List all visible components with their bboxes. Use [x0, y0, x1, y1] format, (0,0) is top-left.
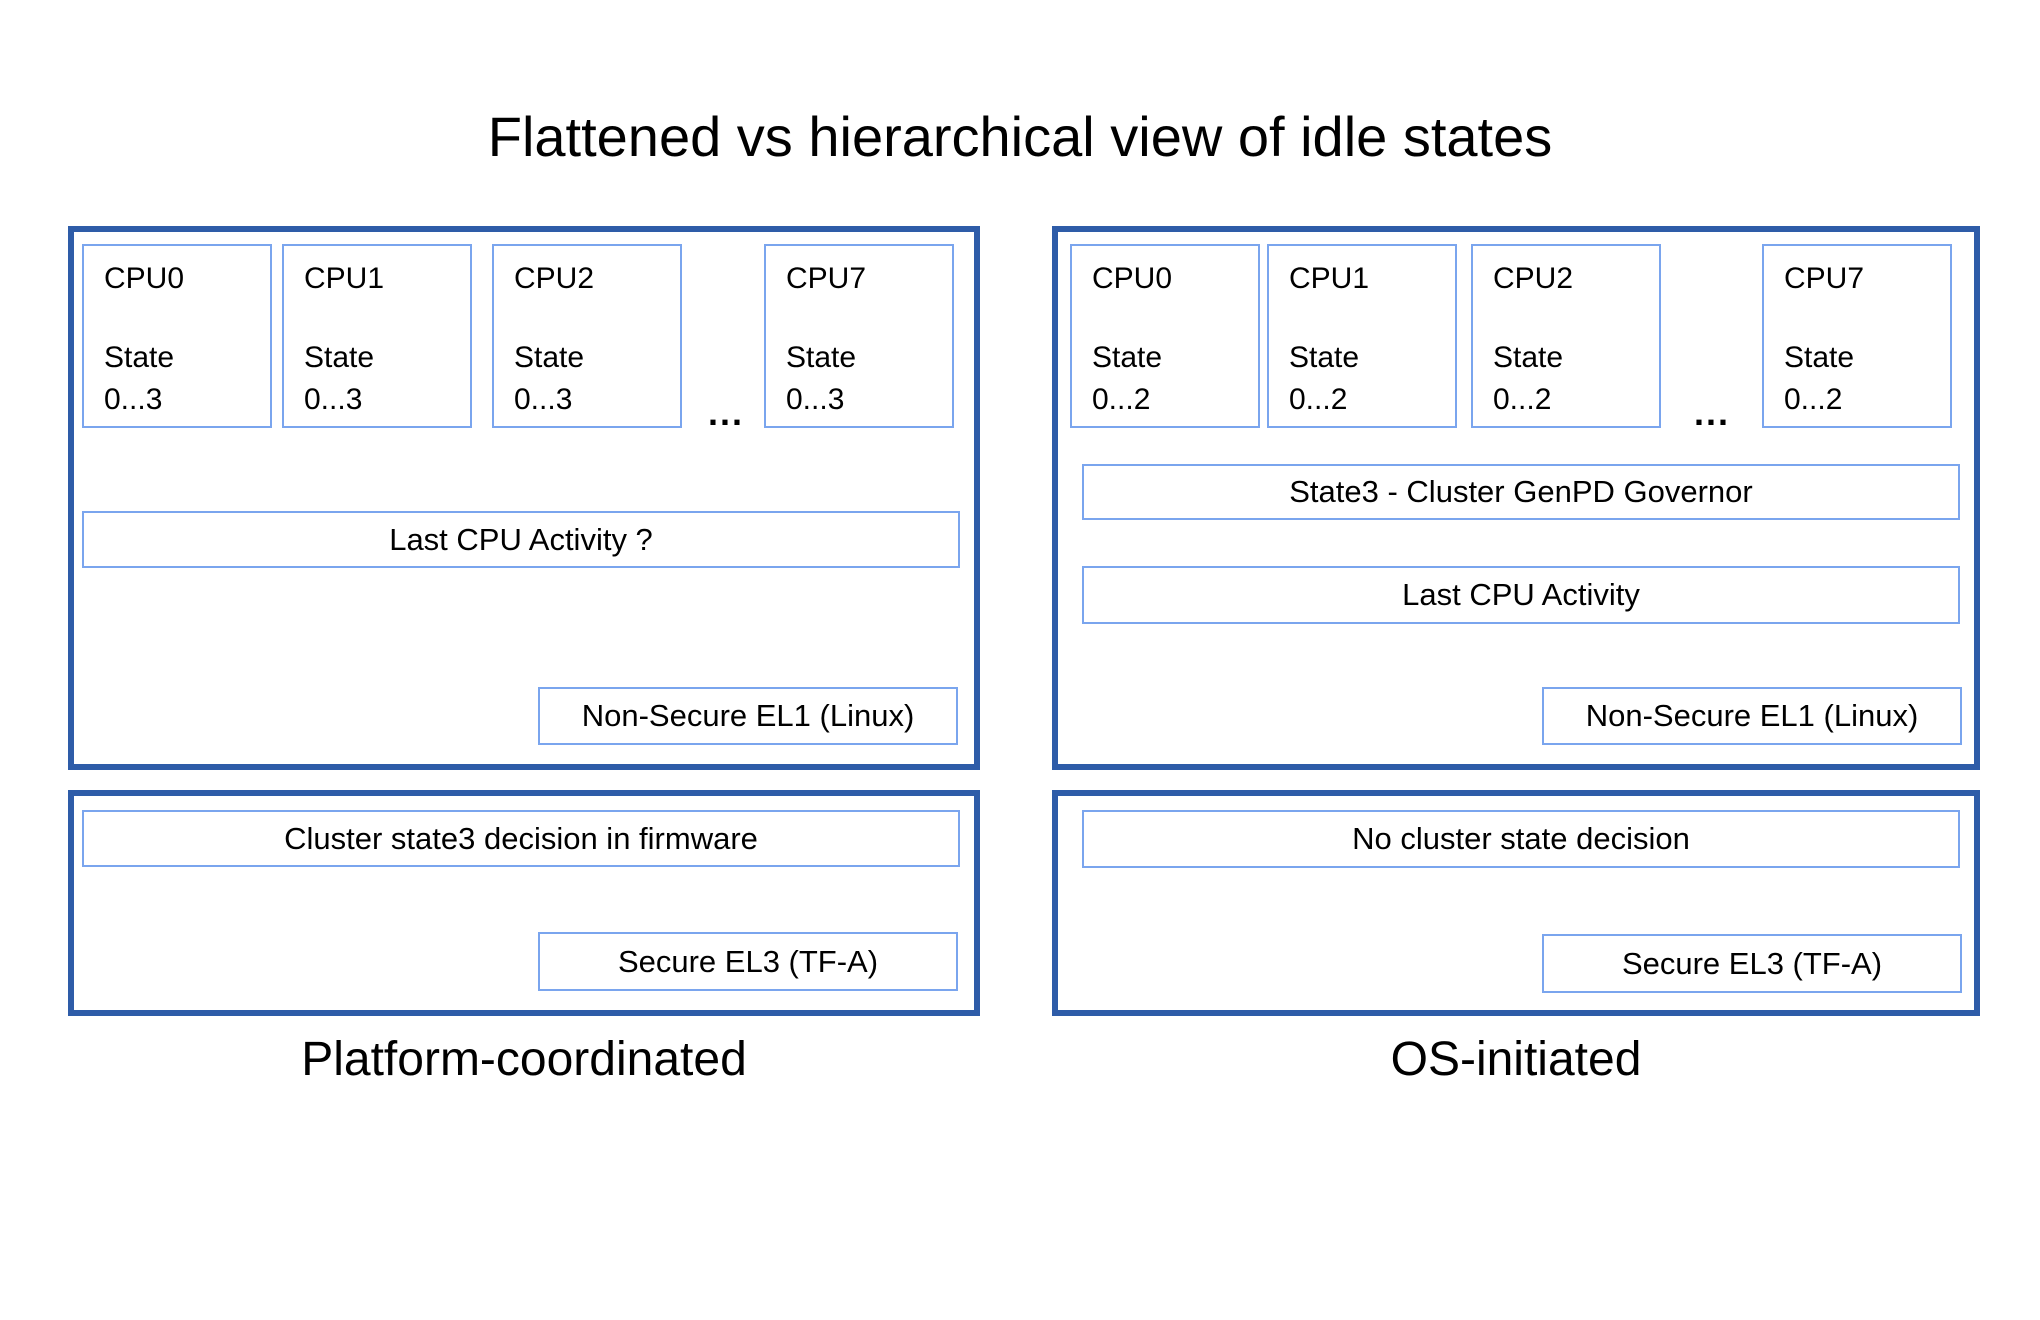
page-title: Flattened vs hierarchical view of idle s…: [487, 105, 1553, 168]
os-initiated-label: OS-initiated: [1390, 1033, 1642, 1086]
last-cpu-activity-question-box: Last CPU Activity ?: [82, 511, 960, 568]
cpu-name: CPU7: [786, 262, 867, 295]
cpu-state-range: State 0...2: [1092, 341, 1163, 416]
cpu-state-range: State 0...3: [786, 341, 857, 416]
cpu-state-range: State 0...2: [1493, 341, 1564, 416]
cpu-name: CPU2: [1493, 262, 1574, 295]
platform-coordinated-label: Platform-coordinated: [301, 1033, 747, 1086]
no-cluster-decision-box: No cluster state decision: [1082, 810, 1960, 868]
os-initiated-secure-panel: No cluster state decision Secure EL3 (TF…: [1052, 790, 1980, 1016]
platform-coordinated-nonsecure-panel: CPU0 State 0...3 CPU1 State 0...3 CPU2 S…: [68, 226, 980, 770]
non-secure-el1-box: Non-Secure EL1 (Linux): [1542, 687, 1962, 745]
cpu-name: CPU1: [304, 262, 385, 295]
state3-genpd-governor-box: State3 - Cluster GenPD Governor: [1082, 464, 1960, 520]
cpu-ellipsis: ...: [707, 392, 744, 433]
cpu-name: CPU7: [1784, 262, 1865, 295]
last-cpu-activity-box: Last CPU Activity: [1082, 566, 1960, 624]
os-initiated-nonsecure-panel: CPU0 State 0...2 CPU1 State 0...2 CPU2 S…: [1052, 226, 1980, 770]
cpu-state-range: State 0...3: [304, 341, 375, 416]
cpu-box-cpu2: CPU2 State 0...2: [1471, 244, 1661, 428]
cpu-name: CPU0: [1092, 262, 1173, 295]
cpu-name: CPU2: [514, 262, 595, 295]
cpu-state-range: State 0...2: [1784, 341, 1855, 416]
cpu-box-cpu0: CPU0 State 0...2: [1070, 244, 1260, 428]
cpu-box-cpu1: CPU1 State 0...3: [282, 244, 472, 428]
cpu-name: CPU1: [1289, 262, 1370, 295]
cpu-box-cpu7: CPU7 State 0...3: [764, 244, 954, 428]
cluster-decision-firmware-box: Cluster state3 decision in firmware: [82, 810, 960, 867]
cpu-state-range: State 0...3: [514, 341, 585, 416]
secure-el3-box: Secure EL3 (TF-A): [1542, 934, 1962, 993]
cpu-box-cpu2: CPU2 State 0...3: [492, 244, 682, 428]
cpu-box-cpu7: CPU7 State 0...2: [1762, 244, 1952, 428]
platform-coordinated-secure-panel: Cluster state3 decision in firmware Secu…: [68, 790, 980, 1016]
cpu-box-cpu1: CPU1 State 0...2: [1267, 244, 1457, 428]
cpu-state-range: State 0...3: [104, 341, 175, 416]
cpu-ellipsis: ...: [1693, 392, 1730, 433]
non-secure-el1-box: Non-Secure EL1 (Linux): [538, 687, 958, 745]
cpu-name: CPU0: [104, 262, 185, 295]
secure-el3-box: Secure EL3 (TF-A): [538, 932, 958, 991]
cpu-box-cpu0: CPU0 State 0...3: [82, 244, 272, 428]
cpu-state-range: State 0...2: [1289, 341, 1360, 416]
